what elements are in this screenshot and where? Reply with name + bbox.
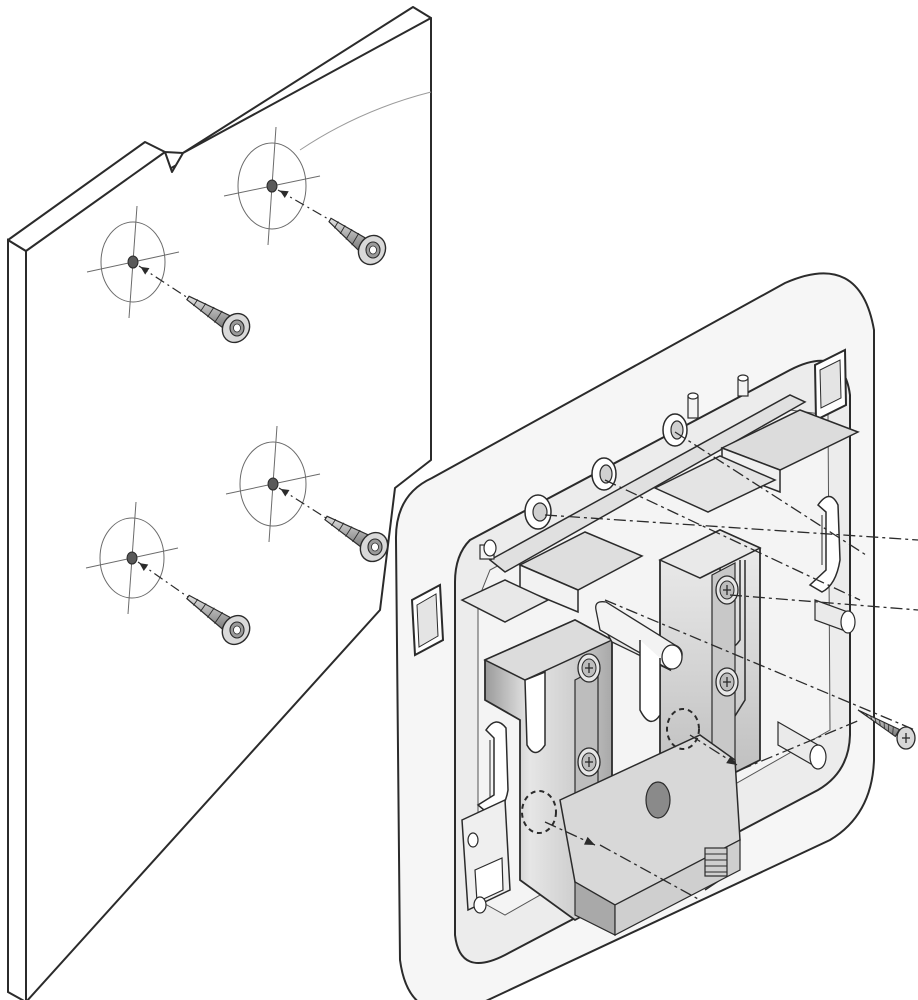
projection-lines (544, 431, 918, 901)
hole-marker-3 (225, 425, 321, 543)
bracket-screw-3 (577, 653, 601, 683)
clip-right (808, 495, 841, 593)
post-right-upper (814, 599, 856, 634)
bracket-screw-1 (715, 575, 739, 605)
projection-line-2 (674, 431, 867, 556)
hole-marker-2 (86, 205, 180, 319)
wall-edge (7, 238, 27, 1000)
mount-top-ledge (488, 394, 807, 573)
compartment-top-mid (653, 455, 777, 513)
projection-line-6 (689, 734, 738, 766)
boss-3 (662, 413, 688, 447)
wall-face (25, 17, 432, 1000)
peg-left (479, 539, 497, 560)
projection-line-4 (604, 599, 916, 731)
bracket-pin (595, 601, 683, 723)
projection-line-1 (544, 514, 918, 541)
bracket-screw-2 (715, 667, 739, 697)
peg-top-b (737, 374, 749, 397)
hole-marker-4 (85, 501, 179, 615)
bracket-screw-4 (577, 747, 601, 777)
projection-line-3 (604, 479, 861, 601)
anchor-2 (138, 265, 251, 344)
mounting-screw (857, 709, 916, 750)
bracket-spring (704, 847, 728, 877)
anchor-4 (137, 561, 251, 646)
anchor-3 (278, 487, 389, 563)
alignment-circle-1 (666, 708, 700, 750)
projection-line-9 (739, 719, 861, 771)
wall-hole-markers (85, 126, 321, 615)
alignment-circles (521, 708, 700, 834)
wall-panel (7, 6, 432, 1000)
compartment-left (460, 579, 550, 623)
boss-1 (524, 494, 552, 530)
projection-line-8 (599, 844, 701, 901)
peg-top-a (687, 392, 699, 419)
projection-line-5 (729, 594, 918, 611)
alignment-circle-2 (521, 790, 557, 834)
boss-2 (591, 457, 617, 491)
post-right-lower (777, 720, 827, 770)
projection-line-7 (544, 821, 596, 846)
wall-reflection (299, 91, 432, 151)
hole-marker-1 (223, 126, 321, 246)
wall-mount-bracket (394, 272, 875, 1000)
wall-anchors (137, 189, 389, 646)
bracket-hole (645, 781, 671, 819)
anchor-1 (277, 189, 387, 266)
